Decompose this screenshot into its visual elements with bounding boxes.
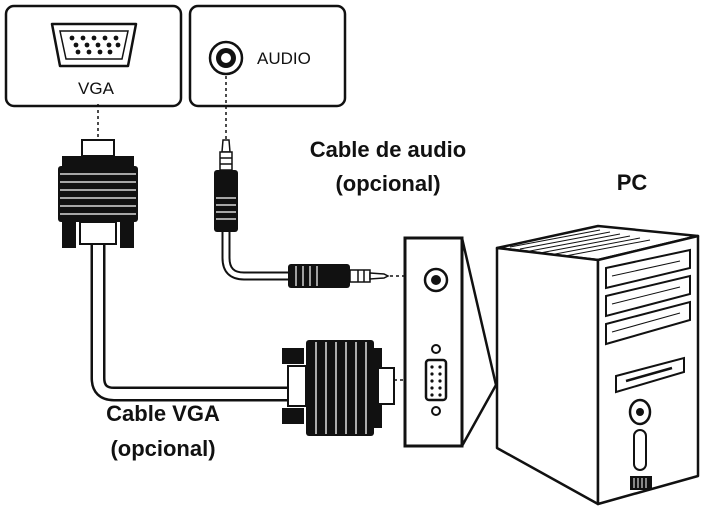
vga-cable-optional-label: (opcional): [110, 436, 215, 461]
vga-plug-top: [58, 139, 138, 248]
audio-plug-side: [288, 264, 390, 288]
vga-in-port-icon: [424, 344, 448, 416]
floppy-drive: [615, 356, 685, 394]
vga-cable-label: Cable VGA: [106, 401, 220, 426]
audio-cable-label: Cable de audio: [310, 137, 466, 162]
audio-cable: [214, 139, 420, 288]
audio-port-panel: AUDIO: [188, 4, 347, 108]
pc-back-panel-zoom: [403, 236, 498, 448]
audio-port-label: AUDIO: [257, 49, 311, 68]
vga-connector-icon: [50, 22, 138, 68]
drive-bay: [605, 248, 691, 290]
vga-port-panel: VGA: [4, 4, 183, 108]
audio-plug-top: [214, 139, 238, 232]
drive-bay: [605, 274, 691, 318]
drive-bay: [605, 300, 691, 346]
audio-cable-optional-label: (opcional): [335, 171, 440, 196]
front-grille: [630, 476, 652, 490]
vga-cable: [58, 139, 420, 436]
power-button-icon: [628, 398, 652, 471]
vga-plug-side: [282, 340, 395, 436]
audio-in-jack-icon: [423, 267, 449, 293]
vga-port-label: VGA: [78, 79, 115, 98]
audio-jack-icon: [208, 40, 244, 76]
pc-tower-icon: [495, 224, 700, 506]
pc-label: PC: [617, 170, 648, 195]
